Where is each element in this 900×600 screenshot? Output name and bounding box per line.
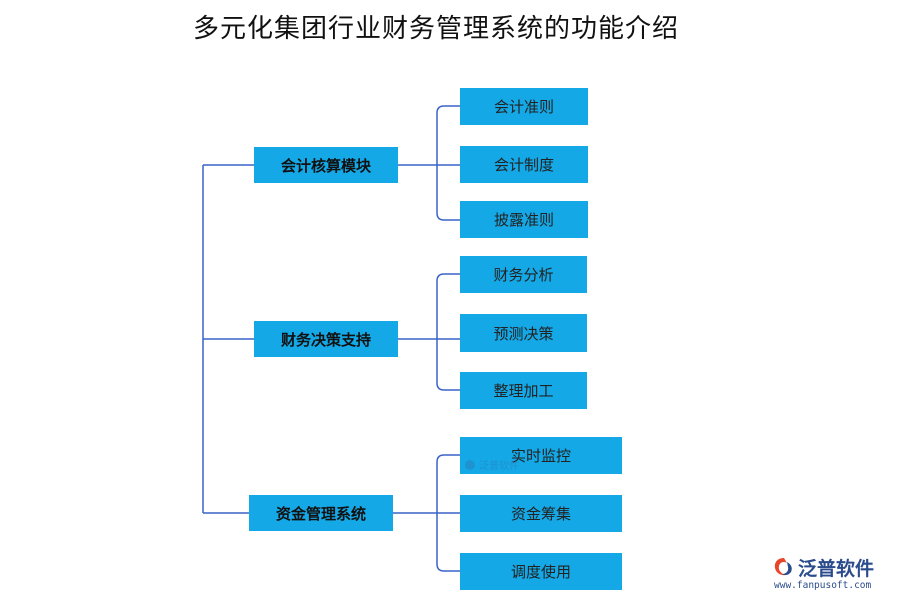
module-2-bracket — [436, 273, 460, 391]
item-forecast-decision: 预测决策 — [460, 314, 587, 352]
item-organize-process: 整理加工 — [460, 372, 587, 409]
item-realtime-monitor: 实时监控 — [460, 437, 622, 474]
watermark: 泛普软件 — [464, 457, 519, 472]
fanpu-logo-icon — [774, 558, 792, 576]
brand-logo: 泛普软件 www.fanpusoft.com — [770, 552, 896, 598]
item-dispatch-use: 调度使用 — [460, 553, 622, 590]
watermark-text: 泛普软件 — [479, 461, 519, 472]
module-accounting: 会计核算模块 — [254, 147, 398, 183]
module-fund-management: 资金管理系统 — [249, 495, 393, 531]
watermark-logo-icon — [465, 459, 475, 470]
brand-url: www.fanpusoft.com — [774, 580, 872, 591]
item-accounting-standards: 会计准则 — [460, 88, 588, 125]
item-accounting-system: 会计制度 — [460, 146, 588, 183]
module-decision-support: 财务决策支持 — [254, 321, 398, 357]
diagram-title: 多元化集团行业财务管理系统的功能介绍 — [192, 14, 679, 44]
brand-name: 泛普软件 — [798, 558, 875, 580]
item-disclosure-standards: 披露准则 — [460, 201, 588, 238]
module-1-bracket — [436, 105, 460, 221]
item-fund-raising: 资金筹集 — [460, 495, 622, 532]
item-financial-analysis: 财务分析 — [460, 256, 587, 293]
